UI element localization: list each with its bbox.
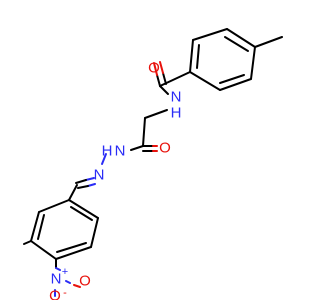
imine-nitrogen: N <box>94 167 105 184</box>
nitrophenyl-ring <box>30 199 99 260</box>
nitro-oxygen-right: O <box>79 273 91 290</box>
toluene-ring <box>189 28 256 91</box>
amide-co-bond <box>156 74 161 87</box>
amide-cn-bond <box>159 85 169 95</box>
amide-oxygen-top: O <box>148 60 160 77</box>
nitro-nitrogen: N <box>51 271 62 288</box>
ring-nitro-bond <box>23 240 32 245</box>
n-n-bond <box>101 153 107 165</box>
nitro-nitrogen-charge: + <box>62 266 68 278</box>
ch-ring-bond <box>68 184 78 201</box>
amide-hydrogen: H <box>171 105 182 122</box>
hydrazide-nitrogen: N <box>115 143 126 160</box>
nitro-oxygen-charge: - <box>63 287 67 299</box>
hydrazide-hydrogen: H <box>102 143 113 160</box>
amide-nitrogen: N <box>171 89 182 106</box>
ch2-co-bond <box>142 117 146 147</box>
molecule-structure: O N H O N H N N + O O - <box>23 28 283 300</box>
hydrazide-oxygen: O <box>159 140 171 157</box>
n-ch2-bond <box>144 109 168 119</box>
co-nh-bond <box>130 145 144 151</box>
methyl-bond <box>254 36 283 48</box>
nitro-oxygen-bottom: O <box>49 288 61 300</box>
